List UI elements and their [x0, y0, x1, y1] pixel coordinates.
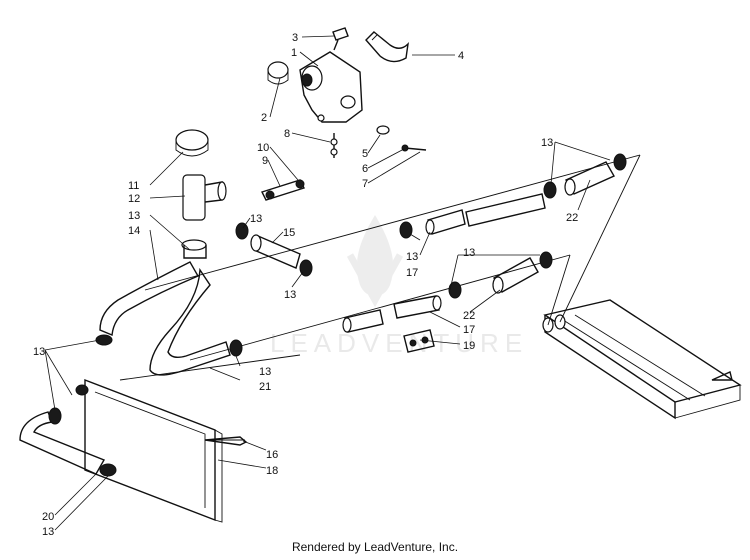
callout-19: 19 — [463, 340, 475, 352]
grommet — [403, 329, 435, 353]
upper-pipes — [399, 153, 627, 239]
footer-credit: Rendered by LeadVenture, Inc. — [291, 540, 459, 554]
filler-cap-small — [267, 61, 289, 79]
hose-15 — [235, 222, 313, 277]
callout-16: 16 — [266, 449, 278, 461]
overflow-fitting — [332, 27, 349, 41]
callout-13: 13 — [406, 251, 418, 263]
callout-13: 13 — [42, 526, 54, 538]
lower-pipes — [342, 251, 553, 353]
callout-13: 13 — [463, 247, 475, 259]
callout-5: 5 — [362, 148, 368, 160]
hose-clamp — [95, 334, 113, 346]
callout-9: 9 — [262, 155, 268, 167]
screw — [404, 147, 427, 151]
callout-6: 6 — [362, 163, 368, 175]
mounting-bracket — [299, 51, 363, 123]
hose-clamp — [229, 339, 243, 357]
hose-14 — [99, 261, 199, 337]
callout-13: 13 — [259, 366, 271, 378]
washer — [376, 125, 390, 135]
watermark-text: LEADVENTURE — [270, 328, 528, 358]
callout-17: 17 — [406, 267, 418, 279]
cap-and-tee-assembly — [175, 129, 305, 259]
callout-15: 15 — [283, 227, 295, 239]
callout-14: 14 — [128, 225, 140, 237]
leader-lines — [44, 35, 611, 531]
hose-clamp — [399, 221, 413, 239]
callout-20: 20 — [42, 511, 54, 523]
assembly-lines — [119, 154, 641, 381]
callout-13: 13 — [128, 210, 140, 222]
callout-13: 13 — [541, 137, 553, 149]
callout-3: 3 — [292, 32, 298, 44]
filler-bracket-assembly — [267, 27, 427, 158]
callout-12: 12 — [128, 193, 140, 205]
callout-13: 13 — [33, 346, 45, 358]
callout-22: 22 — [463, 310, 475, 322]
hose-21 — [149, 267, 231, 376]
heat-exchanger — [542, 154, 742, 420]
callout-7: 7 — [362, 178, 368, 190]
hose-clamp-small — [265, 190, 275, 200]
callout-22: 22 — [566, 212, 578, 224]
hose-clamp — [99, 463, 117, 477]
callout-21: 21 — [259, 381, 271, 393]
overflow-hose — [365, 31, 409, 63]
hose-clamp — [543, 181, 557, 199]
hose-20 — [19, 384, 117, 477]
hose-clamp — [448, 281, 462, 299]
callout-4: 4 — [458, 50, 464, 62]
callout-10: 10 — [257, 142, 269, 154]
callout-11: 11 — [128, 180, 139, 192]
bracket-hole — [340, 95, 356, 109]
watermark: LEADVENTURE — [270, 215, 528, 358]
callouts: 1 2 3 4 5 6 7 8 9 10 11 12 13 14 13 15 1… — [33, 32, 578, 538]
radiator-cap — [175, 129, 209, 151]
callout-13: 13 — [250, 213, 262, 225]
hose-clamp — [539, 251, 553, 269]
radiator — [84, 378, 248, 523]
callout-18: 18 — [266, 465, 278, 477]
hose-clamp — [235, 222, 249, 240]
callout-8: 8 — [284, 128, 290, 140]
vent-hose — [261, 179, 305, 201]
filler-tee — [182, 174, 206, 221]
callout-13: 13 — [284, 289, 296, 301]
main-hoses — [95, 261, 243, 376]
callout-1: 1 — [291, 47, 297, 59]
callout-2: 2 — [261, 112, 267, 124]
callout-17: 17 — [463, 324, 475, 336]
hose-clamp — [613, 153, 627, 171]
